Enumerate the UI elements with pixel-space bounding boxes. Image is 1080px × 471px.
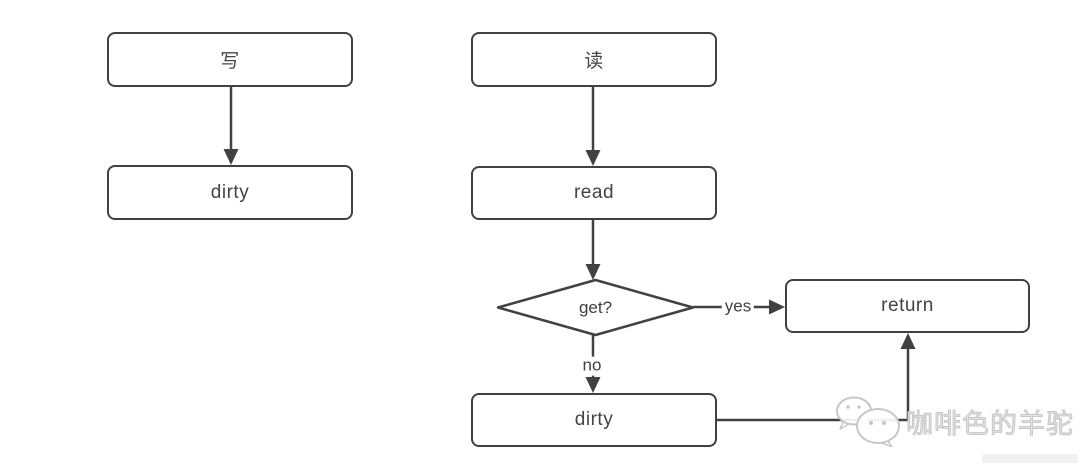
node-dirty-bottom-label: dirty (574, 409, 614, 430)
flowchart-node-decision: get? (498, 280, 693, 335)
edge-label-no: no (579, 356, 605, 376)
decision-diamond-shape (496, 278, 695, 337)
corner-watermark-bar (982, 454, 1078, 463)
flowchart-node-dirty-bottom: dirty (471, 393, 717, 447)
flowchart-node-dirty-left: dirty (107, 165, 353, 220)
edge-dirty-to-return-arrowhead (900, 333, 916, 349)
edge-write-to-dirty-arrowhead (223, 149, 239, 165)
node-dirty-left-label: dirty (210, 181, 250, 203)
edge-dirty-to-return-line (717, 347, 910, 422)
flowchart-node-write: 写 (107, 32, 353, 87)
edge-decision-to-return-arrowhead (769, 299, 785, 315)
flowchart-node-read: read (471, 166, 717, 220)
node-read-zh-label: 读 (584, 51, 604, 72)
node-return-label: return (881, 295, 934, 316)
edge-readzh-to-read-arrowhead (585, 150, 601, 166)
flowchart-node-return: return (785, 279, 1030, 333)
edge-read-to-decision-arrowhead (585, 264, 601, 280)
flowchart-node-read-zh: 读 (471, 32, 717, 87)
edge-label-yes: yes (721, 297, 755, 317)
edge-decision-to-dirty-arrowhead (585, 377, 601, 393)
node-write-label: 写 (220, 51, 240, 72)
node-decision-label: get? (578, 297, 613, 317)
node-read-label: read (573, 182, 615, 203)
